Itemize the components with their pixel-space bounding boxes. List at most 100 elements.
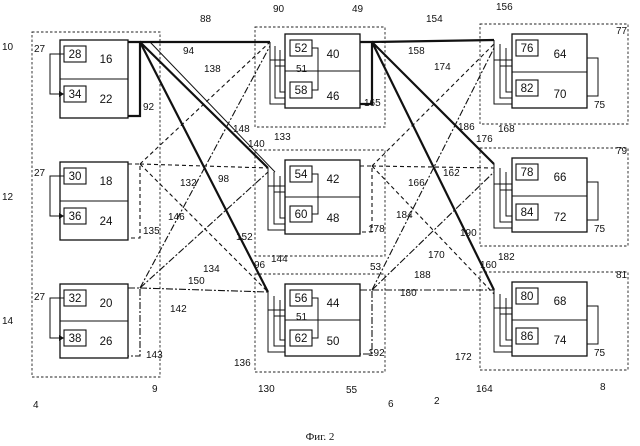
label-55: 55: [346, 385, 358, 396]
block-79-top-box: 78: [521, 167, 534, 179]
mid-block-mid: 54 60 42 48: [285, 160, 360, 234]
block-55-lower: 50: [327, 336, 340, 348]
label-49: 49: [352, 4, 364, 15]
block-10-upper: 16: [100, 54, 113, 66]
block-14-bot-box: 38: [69, 333, 82, 345]
label-92: 92: [143, 102, 155, 113]
label-132: 132: [180, 178, 197, 189]
block-77-upper: 64: [554, 49, 567, 61]
label-184: 184: [396, 210, 413, 221]
label-94: 94: [183, 46, 195, 57]
label-27c: 27: [34, 292, 46, 303]
label-4: 4: [33, 400, 39, 411]
label-144: 144: [271, 254, 288, 265]
label-135: 135: [143, 226, 160, 237]
block-49-lower: 46: [327, 91, 340, 103]
block-77-bot-box: 82: [521, 83, 534, 95]
label-27a: 27: [34, 44, 46, 55]
label-88: 88: [200, 14, 212, 25]
block-12-upper: 18: [100, 176, 113, 188]
label-150: 150: [188, 276, 205, 287]
right-block-mid: 78 84 66 72: [512, 158, 587, 232]
block-14-upper: 20: [100, 298, 113, 310]
label-51a: 51: [296, 64, 308, 75]
label-182: 182: [498, 252, 515, 263]
label-148: 148: [233, 124, 250, 135]
block-12-lower: 24: [100, 216, 113, 228]
label-6: 6: [388, 399, 394, 410]
label-98: 98: [218, 174, 230, 185]
label-8: 8: [600, 382, 606, 393]
block-14-top-box: 32: [69, 293, 82, 305]
label-172: 172: [455, 352, 472, 363]
block-55-top-box: 56: [295, 293, 308, 305]
right-block-top: 76 82 64 70: [512, 34, 587, 108]
label-75c: 75: [594, 348, 606, 359]
block-81-bot-box: 86: [521, 331, 534, 343]
label-143: 143: [146, 350, 163, 361]
label-81: 81: [616, 270, 628, 281]
label-53: 53: [370, 262, 382, 273]
label-79: 79: [616, 146, 628, 157]
label-188: 188: [414, 270, 431, 281]
label-160: 160: [480, 260, 497, 271]
block-79-upper: 66: [554, 172, 567, 184]
label-152: 152: [236, 232, 253, 243]
block-81-lower: 74: [554, 335, 567, 347]
block-49-upper: 40: [327, 49, 340, 61]
block-79-bot-box: 84: [521, 207, 534, 219]
block-55-bot-box: 62: [295, 333, 308, 345]
block-12-bot-box: 36: [69, 211, 82, 223]
label-77: 77: [616, 26, 628, 37]
label-176: 176: [476, 134, 493, 145]
label-2: 2: [434, 396, 440, 407]
block-77-top-box: 76: [521, 43, 534, 55]
block-53-upper: 42: [327, 174, 340, 186]
label-162: 162: [443, 168, 460, 179]
label-156: 156: [496, 2, 513, 13]
label-180: 180: [400, 288, 417, 299]
label-96: 96: [254, 260, 266, 271]
label-186: 186: [458, 122, 475, 133]
block-49-top-box: 52: [295, 43, 308, 55]
label-14: 14: [2, 316, 14, 327]
block-12-top-box: 30: [69, 171, 82, 183]
left-block-mid: 30 36 18 24: [50, 162, 128, 240]
block-81-upper: 68: [554, 296, 567, 308]
label-168: 168: [498, 124, 515, 135]
block-79-lower: 72: [554, 212, 567, 224]
block-53-top-box: 54: [295, 169, 308, 181]
label-164: 164: [476, 384, 493, 395]
label-75a: 75: [594, 100, 606, 111]
label-158: 158: [408, 46, 425, 57]
label-170: 170: [428, 250, 445, 261]
label-134: 134: [203, 264, 220, 275]
label-138: 138: [204, 64, 221, 75]
block-53-bot-box: 60: [295, 209, 308, 221]
block-81-top-box: 80: [521, 291, 534, 303]
label-9: 9: [152, 384, 158, 395]
label-165: 165: [364, 98, 381, 109]
label-136: 136: [234, 358, 251, 369]
label-51c: 51: [296, 312, 308, 323]
block-49-bot-box: 58: [295, 85, 308, 97]
label-10: 10: [2, 42, 14, 53]
block-10-top-box: 28: [69, 49, 82, 61]
right-block-bot: 80 86 68 74: [512, 282, 587, 356]
left-block-bot: 32 38 20 26: [50, 284, 128, 358]
label-27b: 27: [34, 168, 46, 179]
label-133: 133: [274, 132, 291, 143]
label-12: 12: [2, 192, 14, 203]
label-75b: 75: [594, 224, 606, 235]
figure-caption: Фиг. 2: [306, 431, 335, 443]
left-output-lines: [128, 42, 140, 356]
block-14-lower: 26: [100, 336, 113, 348]
label-154: 154: [426, 14, 443, 25]
block-10-lower: 22: [100, 94, 113, 106]
label-142: 142: [170, 304, 187, 315]
label-146: 146: [168, 212, 185, 223]
label-192: 192: [368, 348, 385, 359]
label-90: 90: [273, 4, 285, 15]
label-140: 140: [248, 139, 265, 150]
